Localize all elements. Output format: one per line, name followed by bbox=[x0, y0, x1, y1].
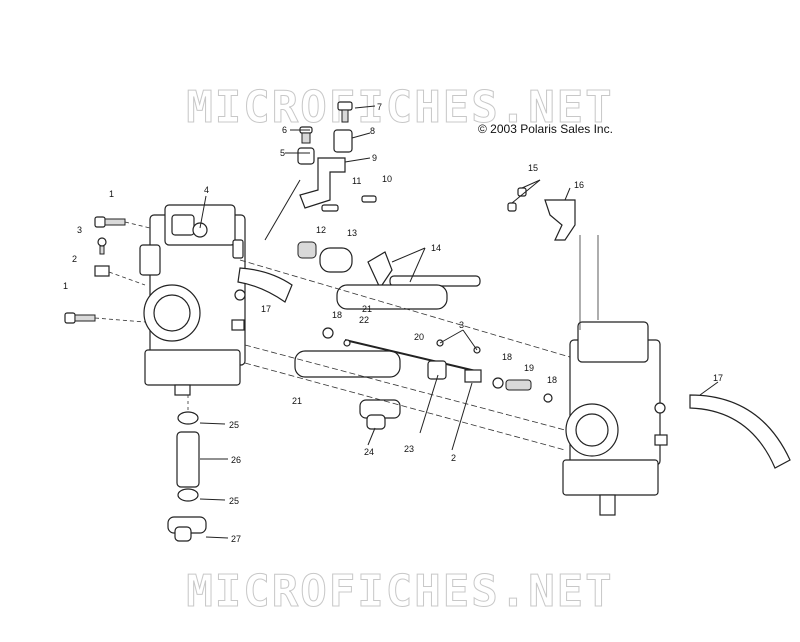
part-25-clamp-bottom bbox=[177, 488, 199, 502]
part-14-lever bbox=[367, 251, 481, 290]
callout-17: 17 bbox=[713, 373, 723, 383]
callout-22: 22 bbox=[359, 315, 369, 325]
part-13-bushing bbox=[319, 247, 353, 273]
callout-14: 14 bbox=[431, 243, 441, 253]
upper-linkage-parts bbox=[297, 101, 377, 212]
part-17-hose-left bbox=[237, 267, 293, 303]
callout-3: 3 bbox=[77, 225, 82, 235]
part-18-washer-center bbox=[492, 377, 504, 389]
callout-20: 20 bbox=[414, 332, 424, 342]
screw-part-3-left bbox=[97, 237, 107, 255]
right-carburetor bbox=[562, 321, 668, 516]
part-26-hose bbox=[176, 431, 200, 488]
part-21-lower-tube bbox=[294, 350, 401, 378]
callout-23: 23 bbox=[404, 444, 414, 454]
callout-16: 16 bbox=[574, 180, 584, 190]
watermark-top: MICROFICHES.NET bbox=[186, 82, 614, 134]
callout-12: 12 bbox=[316, 225, 326, 235]
callout-18: 18 bbox=[502, 352, 512, 362]
callout-4: 4 bbox=[204, 185, 209, 195]
callout-11: 11 bbox=[352, 176, 361, 186]
callout-18: 18 bbox=[547, 375, 557, 385]
part-23-throttle-arm bbox=[427, 360, 447, 380]
part-24-tee-fitting bbox=[359, 399, 401, 430]
watermark-bottom: MICROFICHES.NET bbox=[186, 566, 614, 618]
callout-10: 10 bbox=[382, 174, 392, 184]
callout-27: 27 bbox=[231, 534, 241, 544]
callout-1: 1 bbox=[109, 189, 114, 199]
callout-1: 1 bbox=[63, 281, 68, 291]
callout-19: 19 bbox=[524, 363, 534, 373]
screws-part-3-center bbox=[436, 339, 481, 354]
callout-26: 26 bbox=[231, 455, 241, 465]
callout-2: 2 bbox=[451, 453, 456, 463]
callout-24: 24 bbox=[364, 447, 374, 457]
part-17-hose-right bbox=[689, 394, 791, 469]
copyright-notice: © 2003 Polaris Sales Inc. bbox=[478, 122, 613, 136]
part-25-clamp-top bbox=[177, 411, 199, 425]
part-21-upper-tube bbox=[336, 284, 448, 310]
left-carburetor bbox=[139, 204, 246, 396]
callout-7: 7 bbox=[377, 102, 382, 112]
callout-labels: 1 1 2 2 3 3 4 5 6 7 8 9 10 11 12 13 14 1… bbox=[63, 102, 723, 544]
screw-part-1-top bbox=[94, 216, 126, 228]
part-27-tee bbox=[167, 516, 207, 542]
callout-9: 9 bbox=[372, 153, 377, 163]
callout-6: 6 bbox=[282, 125, 287, 135]
part-16-bracket bbox=[544, 199, 576, 241]
clip-part-2-center bbox=[464, 369, 482, 383]
callout-3: 3 bbox=[459, 320, 464, 330]
callout-18: 18 bbox=[332, 310, 342, 320]
callout-21: 21 bbox=[292, 396, 302, 406]
callout-2: 2 bbox=[72, 254, 77, 264]
callout-13: 13 bbox=[347, 228, 357, 238]
part-22-ring bbox=[343, 339, 351, 347]
callout-25: 25 bbox=[229, 496, 239, 506]
callout-21: 21 bbox=[362, 304, 372, 314]
callout-17: 17 bbox=[261, 304, 271, 314]
callout-15: 15 bbox=[528, 163, 538, 173]
callout-25: 25 bbox=[229, 420, 239, 430]
clip-part-2-left bbox=[94, 265, 110, 277]
part-18-washer-right bbox=[543, 393, 553, 403]
part-20-shaft bbox=[344, 339, 481, 373]
screw-part-1-bottom bbox=[64, 312, 96, 324]
part-12-spring bbox=[297, 241, 317, 259]
part-18-washer-left bbox=[322, 327, 334, 339]
callout-5: 5 bbox=[280, 148, 285, 158]
part-19-spring bbox=[505, 379, 532, 391]
callout-8: 8 bbox=[370, 126, 375, 136]
